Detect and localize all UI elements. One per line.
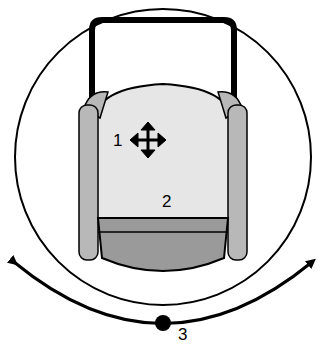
callout-number: 1 — [113, 132, 122, 149]
callout-number: 2 — [162, 193, 171, 210]
callout-number: 3 — [178, 326, 187, 343]
